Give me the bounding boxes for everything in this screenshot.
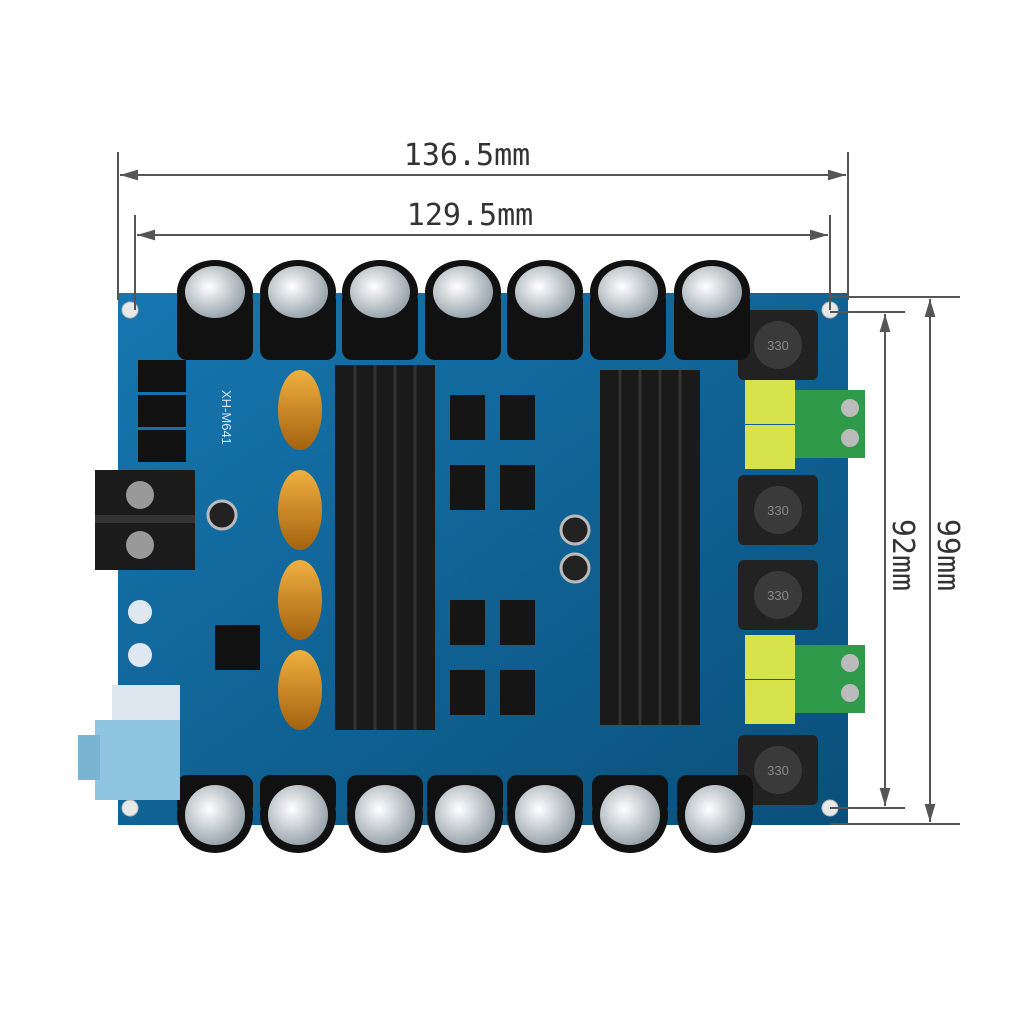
- power-inductor-core: [754, 571, 802, 619]
- toroid-inductor: [278, 560, 322, 640]
- mosfet-chip: [450, 395, 485, 440]
- small-capacitor: [559, 552, 591, 584]
- film-capacitor: [745, 425, 795, 469]
- board-model-label: XH-M641: [219, 390, 234, 445]
- inductor-label: 330: [767, 763, 789, 778]
- mosfet-chip: [500, 670, 535, 715]
- trimmer-pot: [128, 643, 152, 667]
- terminal-screw: [841, 429, 859, 447]
- mosfet-chip: [450, 600, 485, 645]
- capacitor-top: [685, 785, 745, 845]
- capacitor-top: [355, 785, 415, 845]
- speaker-terminal: [795, 390, 865, 458]
- terminal-screw: [841, 684, 859, 702]
- mosfet-chip: [500, 395, 535, 440]
- hole-height-label: 92mm: [885, 519, 920, 591]
- mounting-hole: [121, 799, 139, 817]
- toroid-inductor: [278, 370, 322, 450]
- hole-width-label: 129.5mm: [407, 198, 533, 233]
- power-inductor-core: [754, 321, 802, 369]
- capacitor-top: [268, 785, 328, 845]
- terminal-screw: [841, 399, 859, 417]
- mosfet-chip: [450, 465, 485, 510]
- trimmer-pot: [128, 600, 152, 624]
- capacitor-top: [268, 266, 328, 318]
- power-inductor-core: [754, 486, 802, 534]
- film-capacitor: [745, 635, 795, 679]
- op-amp-chip: [215, 625, 260, 670]
- power-terminal-block: [95, 470, 195, 570]
- capacitor-top: [350, 266, 410, 318]
- capacitor-top: [185, 266, 245, 318]
- inductor-label: 330: [767, 588, 789, 603]
- toroid-inductor: [278, 650, 322, 730]
- pcb-board: [118, 293, 848, 825]
- power-inductor-core: [754, 746, 802, 794]
- capacitor-top: [598, 266, 658, 318]
- capacitor-top: [682, 266, 742, 318]
- audio-jack: [78, 685, 180, 800]
- outer-width-label: 136.5mm: [404, 138, 530, 173]
- heatsink: [335, 365, 435, 730]
- mosfet-chip: [500, 465, 535, 510]
- capacitor-top: [600, 785, 660, 845]
- mosfet-chip: [450, 670, 485, 715]
- toroid-inductor: [278, 470, 322, 550]
- capacitor-top: [515, 266, 575, 318]
- capacitor-top: [433, 266, 493, 318]
- small-capacitor: [559, 514, 591, 546]
- capacitor-top: [435, 785, 495, 845]
- terminal-screw: [841, 654, 859, 672]
- speaker-terminal: [795, 645, 865, 713]
- film-capacitor: [745, 380, 795, 424]
- mosfet-stack: [138, 360, 186, 462]
- mosfet-chip: [500, 600, 535, 645]
- capacitor-top: [185, 785, 245, 845]
- heatsink: [600, 370, 700, 725]
- capacitor-top: [515, 785, 575, 845]
- dimension-lines: [117, 152, 960, 825]
- inductor-label: 330: [767, 503, 789, 518]
- outer-height-label: 99mm: [930, 519, 965, 591]
- film-capacitor: [745, 680, 795, 724]
- small-capacitor: [206, 499, 238, 531]
- inductor-label: 330: [767, 338, 789, 353]
